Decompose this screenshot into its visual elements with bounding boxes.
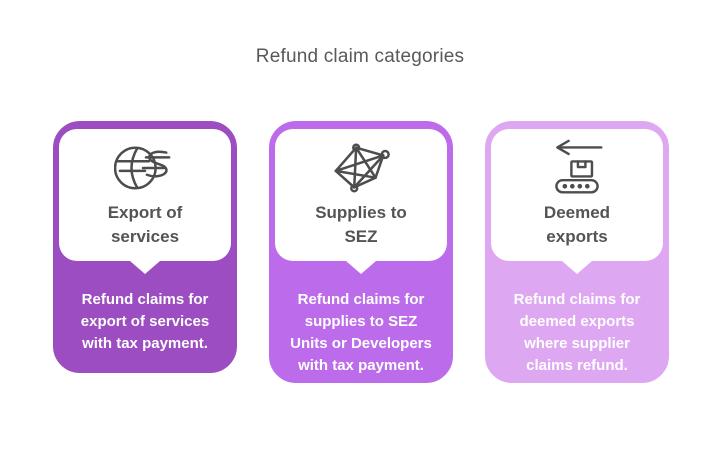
card-description: Refund claims for export of services wit…	[59, 289, 231, 355]
card-description: Refund claims for supplies to SEZ Units …	[275, 289, 447, 377]
description-line: claims refund.	[526, 357, 628, 374]
description-line: deemed exports	[519, 313, 635, 330]
card-title: Deemed exports	[544, 201, 610, 249]
description-line: Refund claims for	[81, 291, 209, 308]
card-header-panel: Export of services	[59, 129, 231, 261]
description-line: with tax payment.	[298, 357, 424, 374]
card-title-line: Supplies to	[315, 203, 407, 222]
description-line: export of services	[80, 313, 210, 330]
card-title: Supplies to SEZ	[315, 201, 407, 249]
card-title-line: services	[110, 227, 180, 246]
description-line: Units or Developers	[290, 335, 432, 352]
card-title-line: SEZ	[344, 227, 378, 246]
network-graph-icon	[330, 139, 392, 197]
card-title: Export of services	[108, 201, 183, 249]
card-deemed-exports: Deemed exports Refund claims for deemed …	[482, 118, 672, 386]
card-title-line: exports	[546, 227, 608, 246]
panel-tail	[562, 261, 592, 274]
description-line: Refund claims for	[513, 291, 641, 308]
card-export-of-services: Export of services Refund claims for exp…	[50, 118, 240, 376]
card-title-line: Deemed	[543, 203, 611, 222]
description-line: with tax payment.	[82, 335, 208, 352]
card-header-panel: Supplies to SEZ	[275, 129, 447, 261]
card-header-panel: Deemed exports	[491, 129, 663, 261]
description-line: supplies to SEZ	[304, 313, 418, 330]
card-description: Refund claims for deemed exports where s…	[491, 289, 663, 377]
description-line: where supplier	[524, 335, 630, 352]
card-title-line: Export of	[107, 203, 183, 222]
panel-tail	[346, 261, 376, 274]
description-line: Refund claims for	[297, 291, 425, 308]
page-title: Refund claim categories	[255, 46, 465, 67]
panel-tail	[130, 261, 160, 274]
card-supplies-to-sez: Supplies to SEZ Refund claims for suppli…	[266, 118, 456, 386]
card-row: Export of services Refund claims for exp…	[50, 118, 672, 386]
globe-currency-icon	[114, 139, 176, 197]
conveyor-export-icon	[543, 139, 611, 197]
